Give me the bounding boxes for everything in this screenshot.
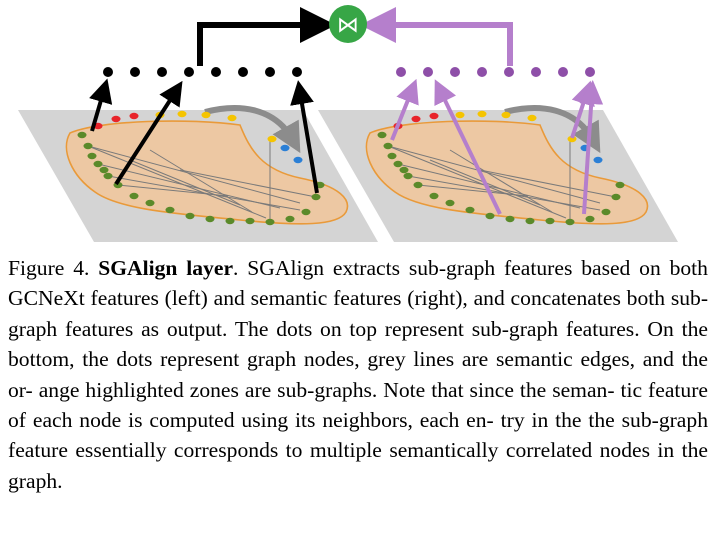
subgraph-feature-dots [396,67,595,77]
concat-arrow-left [197,7,336,66]
figure-caption: Figure 4. SGAlign layer. SGAlign extract… [8,256,709,493]
concat-arrow-right [360,7,513,66]
concatenation-node: ⋈ [329,5,367,43]
graph-nodes [377,110,625,226]
sgalign-figure: ⋈ [18,5,678,242]
concat-icon: ⋈ [337,13,359,38]
gcnext-graph-panel [18,7,378,242]
graph-nodes [77,110,325,226]
rotation-arrow [504,105,601,154]
caption-title: SGAlign layer [98,256,234,280]
caption-label: Figure 4. [8,256,90,280]
rotation-arrow [204,105,301,154]
semantic-graph-panel [318,7,678,242]
subgraph-feature-dots [103,67,302,77]
caption-text: SGAlign extracts sub-graph features [247,256,573,280]
aggregation-arrows [390,78,604,215]
aggregation-arrows [89,78,319,194]
semantic-edges [87,138,317,222]
